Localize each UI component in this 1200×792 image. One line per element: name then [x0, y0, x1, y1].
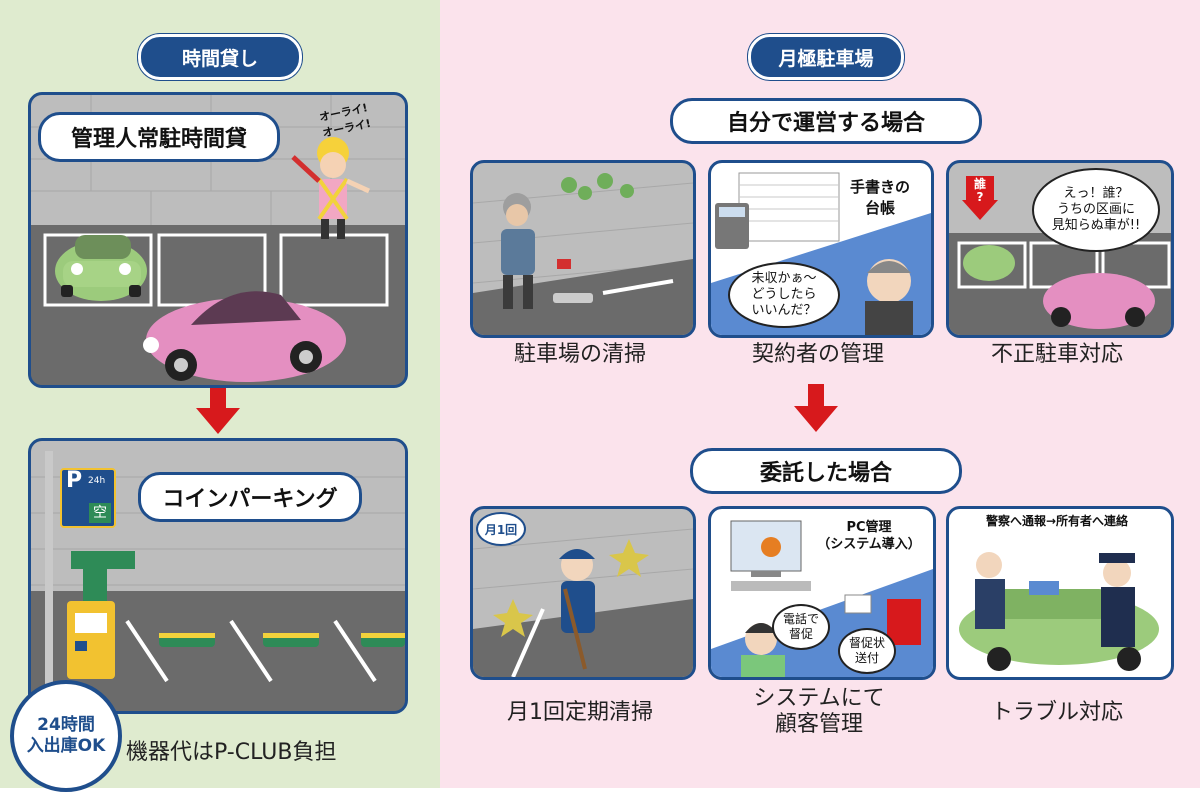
- monthly-tag: 月1回: [476, 512, 526, 546]
- badge-line1: 24時間: [37, 714, 95, 735]
- ledger-label: 手書きの 台帳: [849, 178, 910, 217]
- parking-p-label: P: [66, 468, 83, 493]
- card-trouble-response: [946, 506, 1174, 680]
- caption-illegal-parking: 不正駐車対応: [990, 342, 1123, 367]
- arrow-down-icon: [196, 388, 240, 434]
- monthly-cleaning-illustration: [473, 528, 693, 677]
- caption-system-line1: システムにて: [753, 686, 885, 711]
- caption-system-management: システムにて 顧客管理: [708, 686, 930, 739]
- self-managed-heading: 自分で運営する場合: [670, 98, 982, 144]
- caption-system-line2: 顧客管理: [774, 712, 863, 738]
- pink-car-icon: [143, 291, 346, 382]
- down-arrow-who-icon: [962, 176, 998, 220]
- illegal-parking-illustration: [949, 233, 1171, 335]
- payment-machine-icon: [67, 601, 115, 679]
- mailbox-icon: [887, 599, 921, 645]
- cleaning-illustration: [473, 173, 693, 335]
- parking-sign: P 24h 空: [60, 468, 116, 528]
- caption-trouble-response: トラブル対応: [990, 700, 1123, 725]
- attended-parking-illustration: [31, 95, 405, 385]
- section-title-monthly: 月極駐車場: [748, 34, 904, 80]
- speech-mail-reminder: 督促状 送付: [838, 628, 896, 674]
- parking-24h-label: 24h: [88, 476, 106, 486]
- pc-monitor-icon: [730, 520, 802, 572]
- coin-parking-title: コインパーキング: [138, 472, 362, 522]
- caption-contract-management: 契約者の管理: [751, 342, 884, 367]
- police-flow-label: 警察へ通報→所有者へ連絡: [985, 514, 1129, 528]
- who-tag: 誰 ?: [973, 177, 986, 205]
- attended-parking-title: 管理人常駐時間貸: [38, 112, 280, 162]
- section-title-hourly: 時間貸し: [138, 34, 302, 80]
- card-cleaning: [470, 160, 696, 338]
- 24h-badge: 24時間 入出庫OK: [10, 680, 122, 792]
- arrow-down-icon: [794, 384, 838, 432]
- who-marker: 誰 ?: [962, 176, 998, 220]
- outsourced-heading: 委託した場合: [690, 448, 962, 494]
- caption-cleaning: 駐車場の清掃: [513, 342, 646, 367]
- police-cap-icon: [1099, 553, 1135, 563]
- equipment-note: 機器代はP-CLUB負担: [126, 740, 337, 765]
- speech-unpaid: 未収かぁ～ どうしたら いいんだ？: [728, 262, 840, 328]
- attendant-icon: [291, 137, 371, 239]
- envelope-icon: [844, 594, 872, 614]
- green-car-icon: [55, 235, 147, 301]
- caption-monthly-cleaning: 月1回定期清掃: [507, 700, 653, 725]
- trouble-response-illustration: [959, 552, 1159, 671]
- speech-unknown-car: えっ！誰？ うちの区画に 見知らぬ車が!!: [1032, 168, 1160, 252]
- pc-management-label: PC管理 （システム導入）: [817, 520, 921, 552]
- speech-phone-reminder: 電話で 督促: [772, 604, 830, 650]
- badge-line2: 入出庫OK: [26, 736, 106, 756]
- vacant-label: 空: [89, 503, 111, 523]
